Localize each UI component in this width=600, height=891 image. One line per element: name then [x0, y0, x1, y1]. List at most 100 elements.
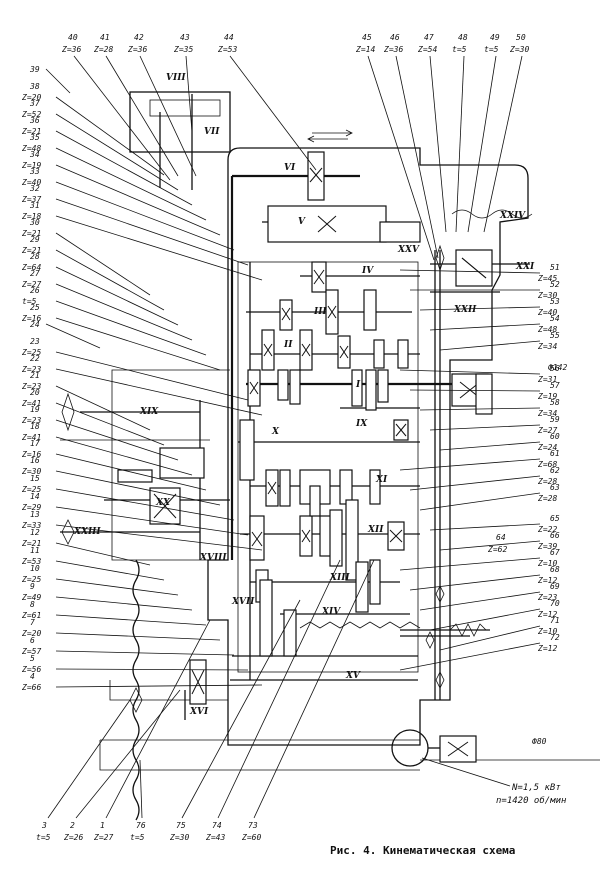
callout-spec: Z=27: [93, 833, 113, 842]
leader-line: [55, 419, 179, 461]
callout-number: 24: [30, 320, 40, 329]
gear-vi: [307, 151, 325, 201]
callout-number: 43: [180, 33, 190, 42]
callout-spec: Z=25: [21, 348, 41, 357]
callout-spec: Z=24: [537, 443, 557, 452]
leader-line: [483, 55, 523, 233]
leader-line: [55, 96, 165, 176]
leader-line: [55, 164, 221, 236]
callout-spec: Z=27: [537, 426, 557, 435]
leader-line: [367, 55, 435, 261]
shaft-label: XVII: [231, 597, 255, 607]
callout-spec: t=5: [130, 833, 145, 842]
leader-line: [399, 458, 541, 471]
callout-spec: Z=19: [537, 392, 557, 401]
shaft-label: XI: [375, 475, 388, 485]
callout-number: 22: [30, 354, 40, 363]
callout-spec: Z=53: [217, 45, 237, 54]
leader-line: [409, 574, 541, 591]
callout-number: 67: [550, 548, 560, 557]
motor-label: Ф80: [532, 737, 547, 746]
left-callouts: 3938Z=2037Z=5236Z=2135Z=4834Z=1933Z=4032…: [21, 65, 41, 692]
callout-number: 44: [224, 33, 234, 42]
leader-line: [139, 55, 197, 177]
callout-number: 34: [29, 150, 40, 159]
shaft-label: III: [313, 307, 327, 317]
shaft-label: VI: [284, 163, 296, 173]
callout-spec: Z=68: [537, 460, 557, 469]
leader-line: [55, 488, 235, 521]
leader-line: [409, 389, 541, 392]
rack-xxiv: [451, 209, 533, 219]
leader-line: [55, 266, 179, 326]
callout-number: 75: [176, 821, 186, 830]
callout-number: 41: [100, 33, 110, 42]
callout-number: 76: [136, 821, 146, 830]
callout-number: 4: [30, 672, 35, 681]
callout-number: 56: [550, 364, 560, 373]
callout-number: 74: [212, 821, 222, 830]
leader-line: [439, 340, 541, 351]
callout-number: 6: [30, 636, 35, 645]
leader-line: [105, 55, 179, 177]
leader-line: [45, 68, 71, 94]
callout-number: 59: [550, 415, 560, 424]
leader-line: [55, 668, 249, 671]
callout-number: 15: [30, 474, 40, 483]
callout-number: 58: [550, 398, 560, 407]
callout-number: 57: [550, 381, 560, 390]
callout-spec: Z=61: [21, 611, 41, 620]
callout-number: 13: [30, 510, 40, 519]
leader-line: [419, 492, 541, 511]
callout-spec: Z=25: [21, 575, 41, 584]
leader-line: [55, 684, 263, 688]
shaft-label: X: [271, 427, 280, 437]
shaft-label: XXII: [453, 305, 477, 315]
pulley-label: Ф142: [548, 363, 567, 372]
callout-number: 33: [29, 167, 40, 176]
callout-spec: Z=49: [21, 593, 41, 602]
callout-number: 16: [30, 456, 40, 465]
gear-crosses: [153, 257, 487, 757]
callout-spec: Z=21: [21, 229, 41, 238]
shaft-label: IX: [355, 419, 368, 429]
callout-number: 11: [30, 546, 40, 555]
callout-number: 10: [30, 564, 40, 573]
callout-number: 1: [100, 821, 105, 830]
callout-number: 65: [550, 514, 560, 523]
leader-line: [455, 55, 465, 233]
leader-line: [409, 475, 541, 491]
shaft-label: XXI: [515, 262, 535, 272]
motor: [391, 729, 429, 767]
motor-speed: n=1420 об/мин: [496, 795, 567, 806]
callout-spec: Z=12: [537, 644, 557, 653]
leader-line: [45, 323, 101, 349]
callout-spec: Z=39: [537, 542, 557, 551]
callout-number: 35: [29, 133, 40, 142]
callout-number: 8: [30, 600, 35, 609]
shaft-label: XIV: [321, 607, 341, 617]
leader-line: [399, 369, 541, 375]
leader-line: [429, 323, 541, 331]
leader-line: [55, 249, 165, 311]
leader-line: [55, 232, 151, 296]
spring: [449, 623, 487, 637]
pulley: [475, 373, 493, 415]
callout-spec: Z=66: [21, 683, 41, 692]
gear-set: [117, 249, 493, 763]
callout-number: 23: [30, 337, 40, 346]
leader-line: [55, 198, 249, 266]
callout-number: 38: [29, 82, 40, 91]
callout-number: 50: [516, 33, 526, 42]
leader-line: [55, 650, 235, 656]
leader-line: [55, 283, 193, 341]
callout-number: 29: [30, 235, 40, 244]
leader-line: [55, 215, 263, 281]
leader-line: [75, 689, 181, 819]
leader-line: [55, 506, 249, 536]
feed-box-outline: [60, 369, 230, 561]
leader-line: [419, 407, 541, 411]
callout-spec: Z=41: [21, 433, 41, 442]
callout-spec: Z=62: [487, 545, 507, 554]
leader-line: [399, 557, 541, 571]
